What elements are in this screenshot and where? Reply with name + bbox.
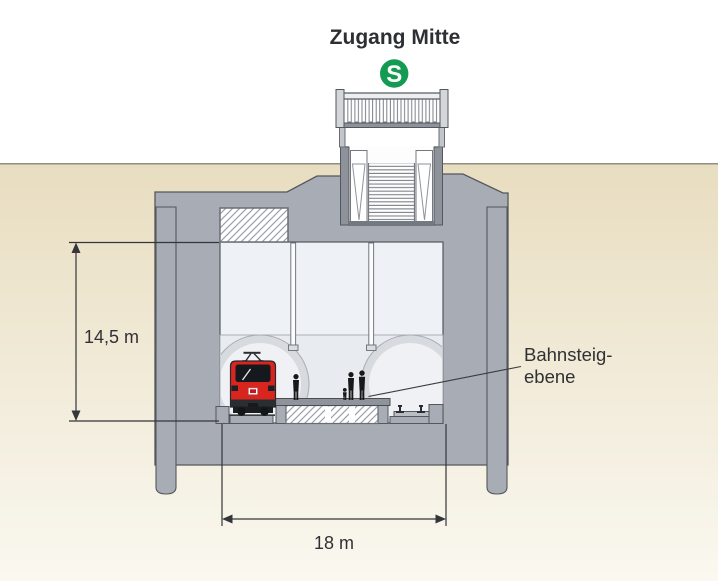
sbahn-logo-circle — [380, 59, 409, 88]
railing-leg-right — [438, 127, 445, 148]
railing-post-right — [439, 89, 449, 128]
platform-hatched-support — [285, 404, 379, 425]
shaft-bottom-edge — [349, 221, 434, 225]
dimension-depth — [69, 241, 219, 422]
dimension-width — [221, 424, 447, 526]
concourse-columns — [288, 242, 377, 351]
railing-bottom-rail — [336, 122, 448, 128]
passenger-child — [342, 388, 347, 400]
diaphragm-wall-piles — [155, 206, 508, 495]
windshield-wiper — [241, 368, 252, 381]
rail-sections — [396, 405, 425, 413]
wheel-left — [237, 407, 246, 416]
train-bogie — [233, 406, 273, 413]
railing-post-left — [335, 89, 345, 128]
platform-label-line1: Bahnsteig- — [524, 344, 612, 365]
passenger-silhouettes — [293, 370, 366, 400]
train-windshield — [235, 364, 271, 382]
shaft-wall-left — [340, 146, 350, 226]
left-pile — [155, 206, 177, 495]
escalator-right-truss — [417, 163, 432, 221]
dimension-depth-label: 14,5 m — [84, 327, 139, 347]
sbahn-train — [229, 351, 277, 416]
headlight-right — [268, 385, 275, 391]
dimension-width-label: 18 m — [314, 533, 354, 553]
stairs — [368, 163, 415, 222]
platform-post-left — [275, 405, 287, 424]
escalator-left-truss — [351, 163, 366, 221]
platform-post-right — [377, 405, 389, 424]
headlight-left — [231, 385, 238, 391]
left-track-plinth — [229, 415, 274, 424]
roof-slab-hatched-block — [219, 207, 289, 243]
wheel-right — [260, 407, 269, 416]
diagram-title: Zugang Mitte — [330, 26, 461, 49]
passenger-single — [293, 374, 299, 400]
stairs-edges — [367, 163, 416, 221]
right-pile — [486, 206, 508, 495]
passenger-adult-1 — [348, 372, 354, 400]
platform-slab — [273, 398, 391, 406]
right-curb — [428, 404, 444, 424]
railing-leg-left — [339, 127, 346, 148]
platform-label-line2: ebene — [524, 366, 575, 387]
track-and-platform — [215, 398, 444, 425]
shaft-wall-right — [433, 146, 443, 226]
sbahn-logo-letter: S — [386, 61, 402, 88]
passenger-adult-2 — [358, 370, 366, 400]
db-logo — [248, 387, 258, 395]
sbahn-logo: S — [380, 59, 409, 88]
railing-balusters — [346, 99, 438, 124]
train-coupler — [248, 403, 258, 408]
platform-label-leader-line — [368, 365, 522, 398]
entrance-railing — [335, 89, 449, 148]
railing-top-rail — [335, 92, 449, 100]
entrance-shaft — [340, 146, 443, 226]
